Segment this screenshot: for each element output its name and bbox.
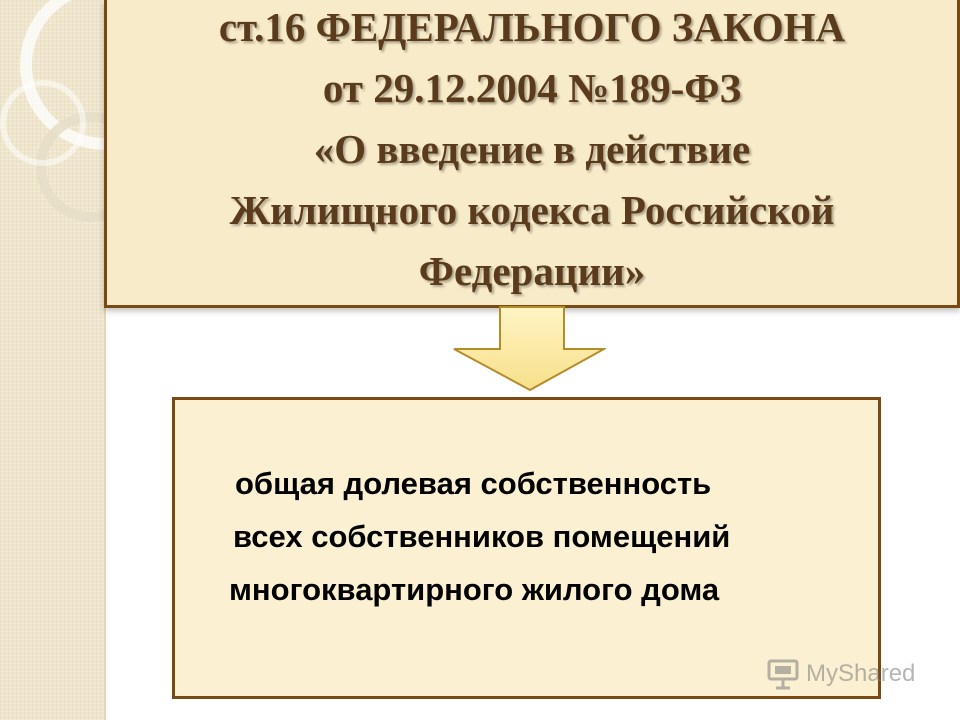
- side-band-edge: [104, 0, 106, 720]
- watermark: MyShared: [766, 654, 915, 694]
- decorative-ring: [0, 80, 86, 166]
- watermark-text: MyShared: [806, 660, 916, 687]
- title-line-5: Федерации»: [418, 248, 646, 294]
- presentation-board-icon: [767, 659, 799, 690]
- body-line-1: общая долевая собственность: [235, 466, 712, 501]
- title-line-1: ст.16 ФЕДЕРАЛЬНОГО ЗАКОНА: [218, 4, 846, 50]
- arrow-down-icon: [453, 306, 606, 392]
- content-box: общая долевая собственность всех собстве…: [172, 397, 881, 699]
- title-line-4: Жилищного кодекса Российской: [229, 187, 835, 233]
- body-line-2: всех собственников помещений: [233, 519, 731, 554]
- title-box: ст.16 ФЕДЕРАЛЬНОГО ЗАКОНА от 29.12.2004 …: [104, 0, 960, 308]
- title-line-2: от 29.12.2004 №189-ФЗ: [322, 65, 742, 111]
- title-line-3: «О введение в действие: [313, 126, 751, 172]
- decorative-side-band: [0, 0, 190, 720]
- body-line-3: многоквартирного жилого дома: [229, 572, 720, 607]
